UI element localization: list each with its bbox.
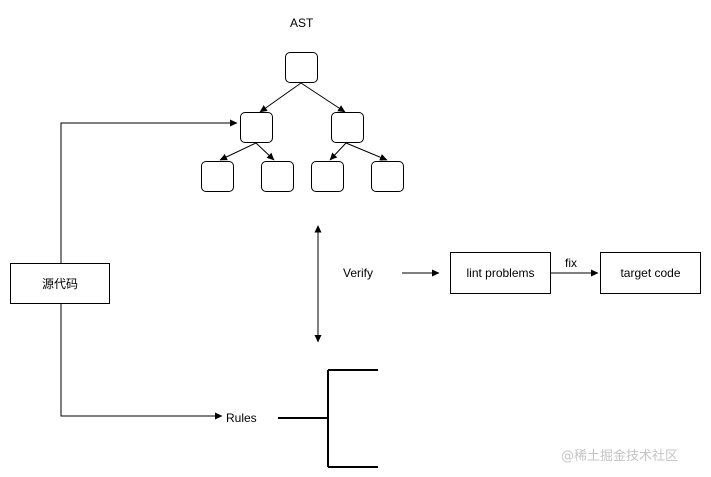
ast-left-node — [240, 112, 273, 143]
ast-leaf-node — [261, 161, 294, 192]
ast-title: AST — [290, 16, 314, 30]
ast-right-node — [331, 112, 364, 143]
edge-left-lr — [255, 142, 275, 161]
arrow-source-to-ast — [60, 119, 238, 263]
lint-problems-box: lint problems — [450, 252, 551, 294]
edge-right-rl — [329, 142, 347, 161]
edge-left-ll — [219, 142, 257, 161]
verify-label: Verify — [343, 266, 374, 280]
ast-leaf-node — [201, 161, 234, 192]
target-code-box: target code — [600, 252, 701, 294]
lint-problems-label: lint problems — [466, 266, 535, 280]
ast-leaf-node — [311, 161, 344, 192]
arrow-source-to-rules — [60, 303, 223, 420]
source-code-label: 源代码 — [41, 277, 78, 291]
fix-label: fix — [565, 256, 577, 270]
edge-root-right — [300, 82, 346, 113]
ast-root-node — [285, 52, 318, 83]
ast-leaf-node — [371, 161, 404, 192]
target-code-label: target code — [620, 266, 681, 280]
edge-root-left — [259, 82, 302, 113]
rules-label: Rules — [226, 411, 257, 425]
watermark: @稀土掘金技术社区 — [561, 449, 679, 464]
source-code-box: 源代码 — [10, 263, 110, 304]
edge-right-rr — [345, 142, 388, 161]
